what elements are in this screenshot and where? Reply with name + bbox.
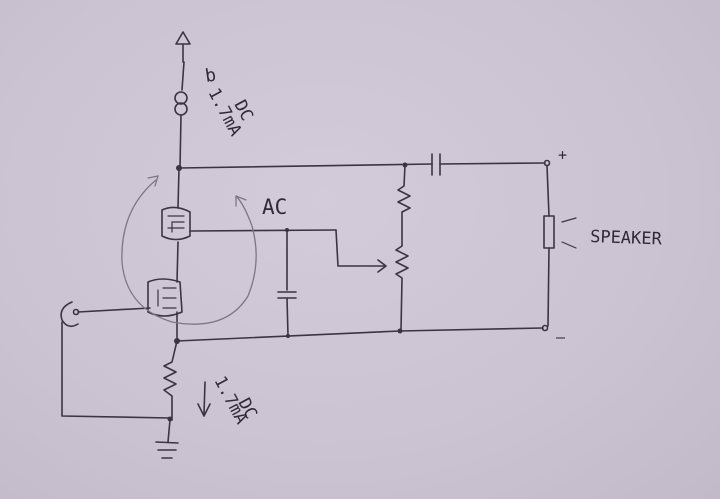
upper-tube [161, 167, 337, 283]
supply-arrow [175, 31, 191, 63]
speaker-label: SPEAKER [590, 227, 663, 250]
minus-terminal-label: – [556, 328, 566, 346]
ac-label: AC [262, 195, 287, 219]
current-arrow-bottom [197, 381, 211, 417]
speaker [541, 165, 577, 332]
ac-loop [121, 175, 257, 325]
plus-terminal-label: + [558, 146, 567, 164]
ground-node [167, 416, 173, 422]
input-jack [60, 301, 151, 328]
bottom-rail [176, 327, 544, 342]
potentiometer [335, 164, 411, 331]
top-rail [178, 163, 433, 169]
return-wire [61, 321, 171, 419]
bottom-resistor [163, 340, 178, 421]
ground-symbol [155, 419, 179, 459]
top-current-symbol: b [204, 65, 218, 87]
current-source-top [174, 61, 188, 169]
shunt-capacitor [277, 228, 297, 337]
lower-fet [147, 278, 183, 341]
output-capacitor [431, 153, 551, 176]
